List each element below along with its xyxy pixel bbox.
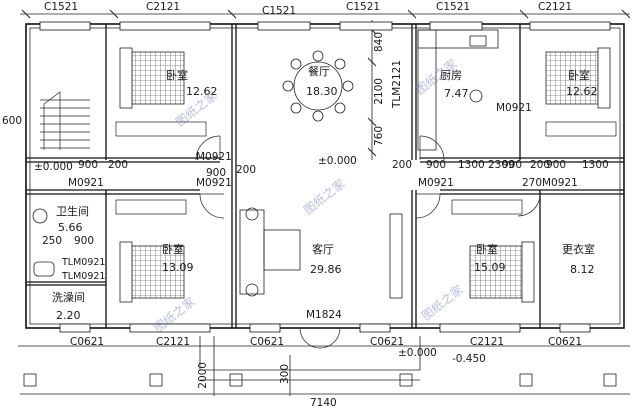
porch	[18, 336, 630, 381]
door-tag: M0921	[196, 177, 232, 189]
window-tag: C0621	[70, 336, 105, 348]
window-tag: C1521	[44, 1, 79, 13]
dimension-label: 2100	[373, 78, 385, 105]
room-area-toilet: 5.66	[58, 221, 83, 234]
dining-table	[282, 50, 354, 122]
beds	[119, 47, 611, 303]
door-tag: TLM2121	[391, 60, 403, 109]
level-marker: -0.450	[452, 353, 486, 365]
window-tag: C2121	[538, 1, 573, 13]
room-area-living: 29.86	[310, 263, 342, 276]
dimension-label: 200	[392, 159, 413, 171]
dimension-label: 900	[426, 159, 447, 171]
window-tag: C2121	[146, 1, 181, 13]
door-tag: TLM0921	[62, 271, 106, 282]
door-tag: M0921	[496, 102, 532, 114]
room-name-bedroom-sw: 卧室	[162, 243, 184, 256]
room-name-kitchen: 厨房	[440, 69, 462, 82]
windows	[39, 21, 611, 333]
dimension-label: 200	[108, 159, 129, 171]
room-name-bath: 洗澡间	[52, 291, 85, 304]
room-name-dining: 餐厅	[308, 65, 330, 78]
dimension-label: 760	[373, 126, 385, 147]
window-tag: C1521	[346, 1, 381, 13]
columns	[23, 373, 617, 387]
dimension-label: 1300	[458, 159, 485, 171]
exterior-walls	[25, 23, 625, 329]
bath-fixtures	[32, 208, 55, 277]
window-tag: C0621	[250, 336, 285, 348]
room-area-dressing: 8.12	[570, 263, 595, 276]
dimension-label: 200	[530, 159, 551, 171]
dimension-label: 900	[502, 159, 523, 171]
room-name-toilet: 卫生间	[56, 205, 89, 218]
dimension-label: 840	[373, 32, 385, 53]
interior-walls	[26, 24, 624, 328]
dimension-label: 270	[522, 177, 543, 189]
dimension-label: 200	[236, 164, 257, 176]
room-area-bedroom-sw: 13.09	[162, 261, 194, 274]
door-tag: TLM0921	[62, 257, 106, 268]
dimension-label: 900	[74, 235, 95, 247]
dimension-label: 300	[279, 364, 291, 385]
door-tag: M0921	[418, 177, 454, 189]
dimension-ticks	[21, 9, 631, 157]
dimension-label: 600	[2, 115, 23, 127]
dimension-label: 2309	[488, 159, 515, 171]
dimension-label: 900	[546, 159, 567, 171]
staircase	[40, 91, 90, 150]
room-name-bedroom-nw: 卧室	[166, 69, 188, 82]
window-tag: C0621	[548, 336, 583, 348]
level-marker: ±0.000	[34, 161, 73, 173]
room-area-bedroom-ne: 12.62	[566, 85, 598, 98]
kitchen-counter	[417, 29, 499, 151]
room-area-bedroom-nw: 12.62	[186, 85, 218, 98]
dimension-lines	[20, 13, 630, 396]
dimension-label: 7140	[310, 397, 337, 409]
room-name-dressing: 更衣室	[562, 243, 595, 256]
room-name-bedroom-ne: 卧室	[568, 69, 590, 82]
door-tag: M0921	[68, 177, 104, 189]
door-tag: M0921	[196, 151, 232, 163]
window-tag: C1521	[262, 5, 297, 17]
window-tag: C2121	[156, 336, 191, 348]
level-marker: ±0.000	[398, 347, 437, 359]
dimension-label: 2000	[197, 362, 209, 389]
room-area-kitchen: 7.47	[444, 87, 469, 100]
dimension-label: 900	[206, 167, 227, 179]
room-name-bedroom-se: 卧室	[476, 243, 498, 256]
door-tag: M1824	[306, 309, 342, 321]
room-area-bath: 2.20	[56, 309, 81, 322]
wardrobes	[115, 121, 617, 215]
dimension-label: 900	[78, 159, 99, 171]
level-marker: ±0.000	[318, 155, 357, 167]
dimension-label: 250	[42, 235, 63, 247]
dimension-label: 1300	[582, 159, 609, 171]
room-name-living: 客厅	[312, 243, 334, 256]
door-swings	[195, 135, 541, 349]
window-tag: C0621	[370, 336, 405, 348]
living-room-furniture	[239, 207, 403, 299]
room-area-bedroom-se: 15.09	[474, 261, 506, 274]
room-area-dining: 18.30	[306, 85, 338, 98]
door-tag: M0921	[542, 177, 578, 189]
window-tag: C1521	[436, 1, 471, 13]
window-tag: C2121	[470, 336, 505, 348]
